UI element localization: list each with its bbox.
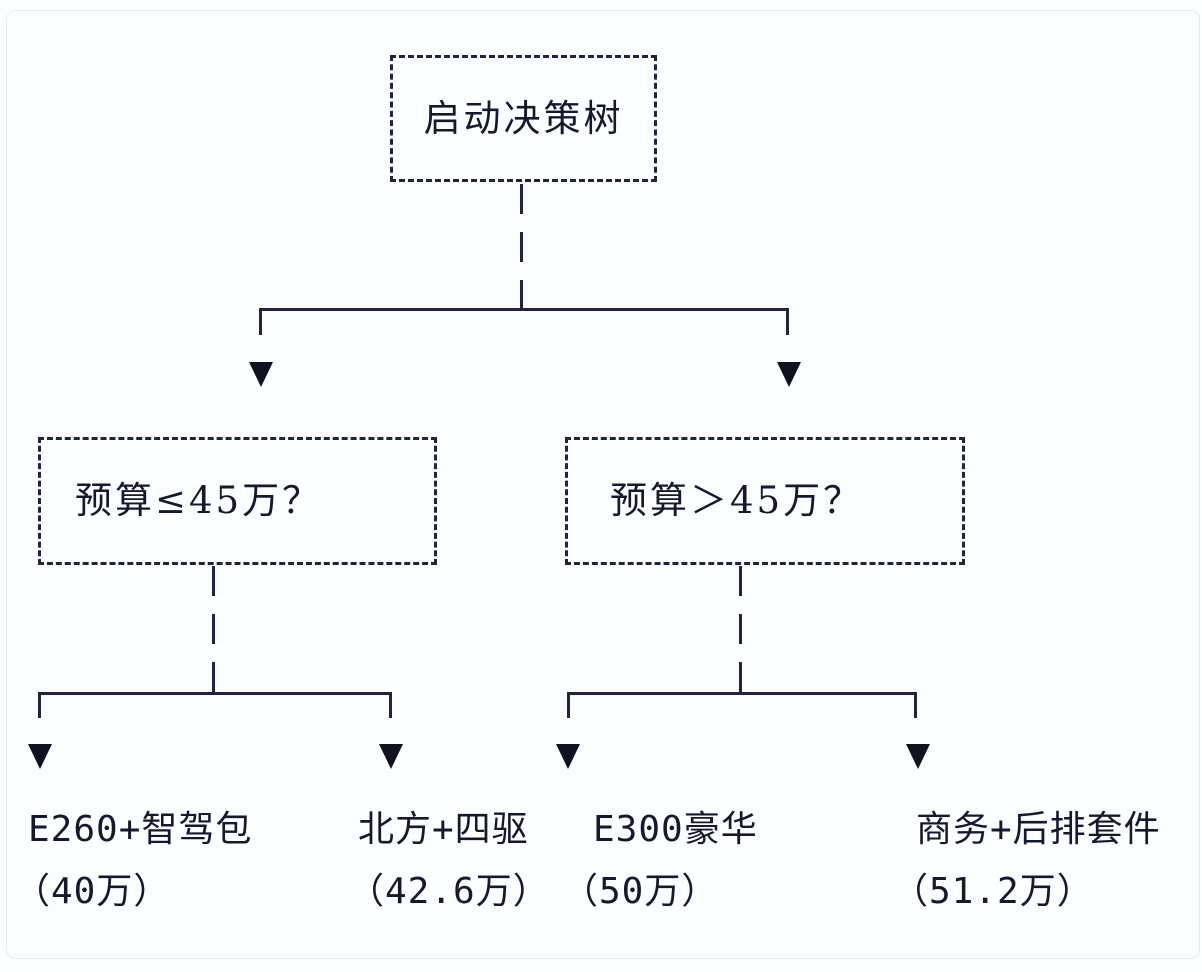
leaf-price: （42.6万） [348, 871, 550, 912]
root-node-box: 启动决策树 [390, 55, 657, 182]
left-split-stub-a [38, 692, 41, 718]
trunk-dashed-connector [520, 184, 523, 308]
level1-right-stub [786, 308, 789, 335]
level1-split-line [259, 308, 789, 311]
arrow-down-icon [379, 744, 403, 769]
leaf-price: （40万） [14, 871, 171, 912]
leaf-label: E300豪华 [593, 809, 758, 850]
level1-left-stub [259, 308, 262, 335]
left-split-stub-b [389, 692, 392, 718]
condition-label: 预算≤45万？ [75, 479, 323, 522]
leaf-price: （51.2万） [892, 871, 1094, 912]
left-branch-dashed-connector [212, 566, 215, 692]
arrow-down-icon [28, 744, 52, 769]
leaf-label: 北方+四驱 [358, 809, 529, 850]
leaf-label: 商务+后排套件 [916, 809, 1161, 850]
condition-box-budget-gt-45: 预算＞45万？ [565, 437, 965, 565]
root-node-label: 启动决策树 [423, 97, 624, 140]
leaf-price: （50万） [562, 871, 719, 912]
right-split-stub-a [567, 692, 570, 718]
condition-label: 预算＞45万？ [610, 479, 864, 522]
card-background [6, 10, 1200, 959]
right-branch-dashed-connector [739, 566, 742, 692]
arrow-down-icon [906, 744, 930, 769]
right-split-stub-b [914, 692, 917, 718]
right-split-line [567, 692, 917, 695]
leaf-label: E260+智驾包 [28, 809, 253, 850]
arrow-down-icon [556, 744, 580, 769]
left-split-line [38, 692, 392, 695]
arrow-down-icon [249, 362, 273, 387]
condition-box-budget-le-45: 预算≤45万？ [38, 437, 437, 565]
arrow-down-icon [777, 362, 801, 387]
